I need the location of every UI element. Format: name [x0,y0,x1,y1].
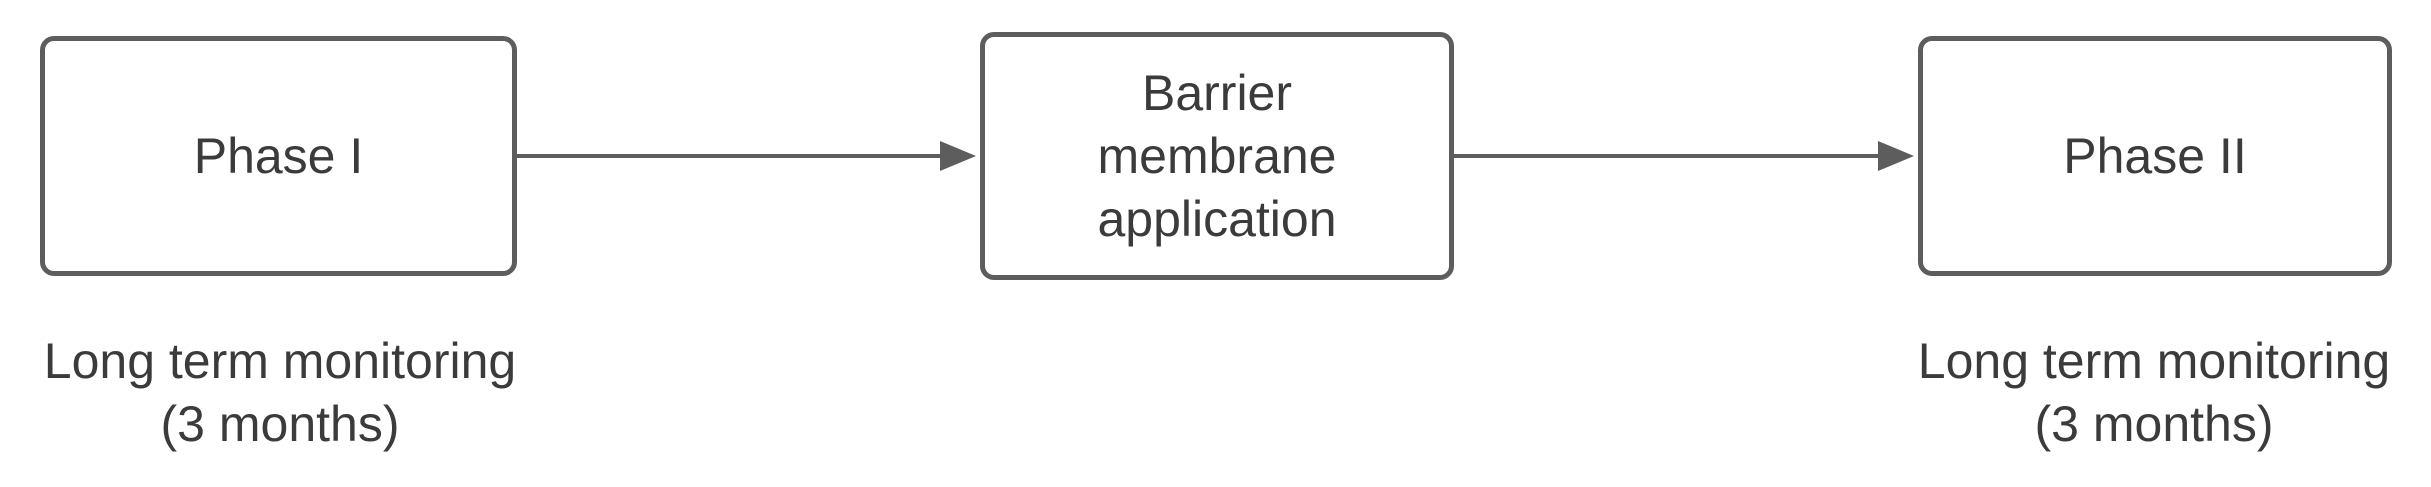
node-barrier-membrane-application: Barrier membrane application [980,32,1454,280]
node-phase-2: Phase II [1918,36,2392,276]
caption-line: (3 months) [160,396,400,452]
node-phase-1: Phase I [40,36,517,276]
node-label: Barrier membrane application [1097,64,1337,247]
caption-phase-1: Long term monitoring (3 months) [0,330,560,456]
caption-line: Long term monitoring [43,333,517,389]
caption-phase-2: Long term monitoring (3 months) [1874,330,2431,456]
caption-line: Long term monitoring [1917,333,2391,389]
arrow-barrier-to-phase-2 [1454,141,1914,171]
node-label: Phase II [2063,127,2247,184]
arrowhead-icon [940,141,976,171]
arrow-phase-1-to-barrier [517,141,976,171]
arrowhead-icon [1878,141,1914,171]
caption-line: (3 months) [2034,396,2274,452]
node-label: Phase I [193,127,364,184]
